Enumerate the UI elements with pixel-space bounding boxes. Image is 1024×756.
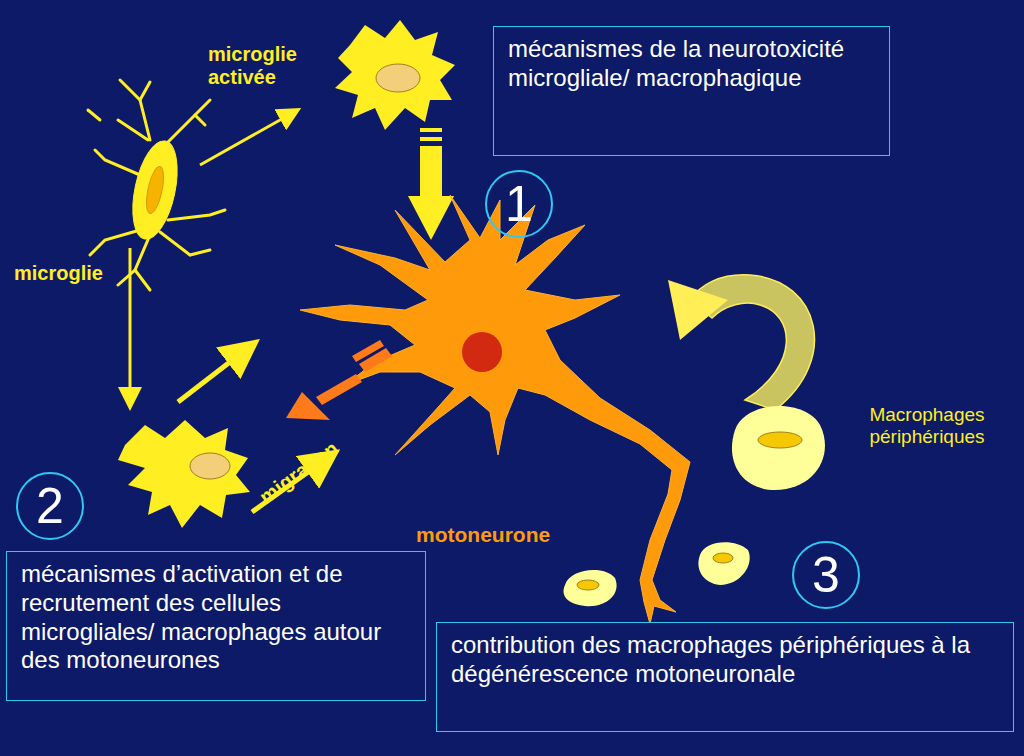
neurotoxicity-arrow — [408, 128, 454, 240]
text-box: mécanismes de la neurotoxicité microglia… — [493, 26, 890, 156]
callout-number: 3 — [812, 550, 840, 600]
callout-number: 2 — [36, 481, 64, 531]
microglia-activated — [335, 20, 455, 130]
microglia-recruited — [118, 420, 250, 528]
box-text: mécanismes d’activation et de recrutemen… — [21, 560, 411, 675]
cell-label: motoneurone — [416, 523, 550, 547]
cell-label: microglie activée — [208, 43, 328, 89]
migration-arrow — [178, 345, 252, 402]
activation-arrow — [129, 248, 132, 405]
callout-circle: 1 — [485, 170, 553, 238]
cell-label: Macrophages périphériques — [836, 404, 1018, 448]
text-box: contribution des macrophages périphériqu… — [436, 622, 1014, 732]
callout-number: 1 — [505, 179, 533, 229]
text-box: mécanismes d’activation et de recrutemen… — [6, 551, 426, 701]
cell-label: migration — [255, 437, 342, 509]
activation-arrow — [200, 111, 296, 165]
callout-circle: 3 — [792, 541, 860, 609]
callout-circle: 2 — [16, 472, 84, 540]
microglia-resting — [88, 80, 225, 290]
signal-arrow — [286, 340, 392, 420]
box-text: mécanismes de la neurotoxicité microglia… — [508, 35, 875, 93]
peripheral-macrophage — [564, 406, 825, 606]
curved-arrow — [668, 275, 815, 410]
box-text: contribution des macrophages périphériqu… — [451, 631, 999, 689]
cell-label: microglie — [14, 262, 103, 285]
